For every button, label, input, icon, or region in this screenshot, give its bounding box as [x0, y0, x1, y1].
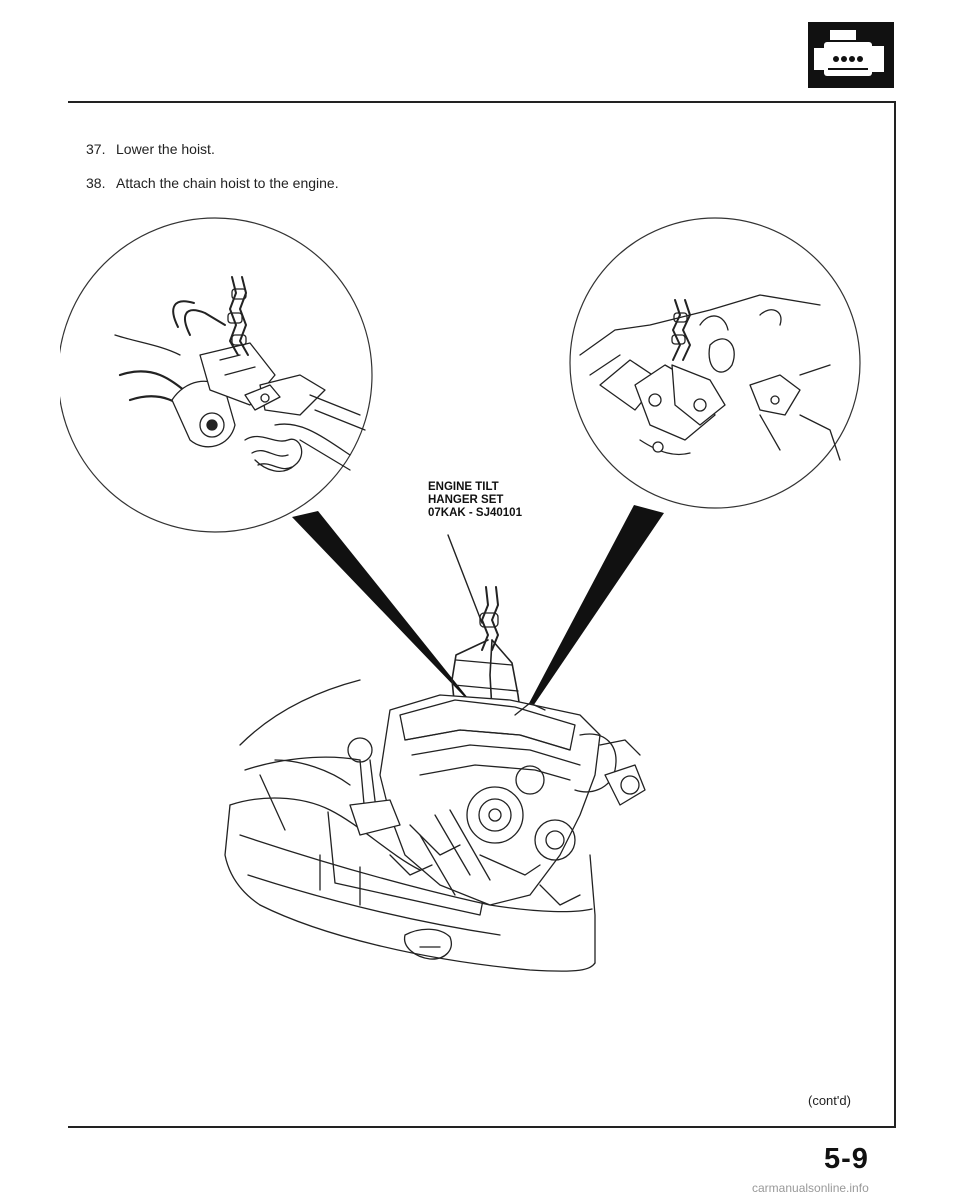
left-detail-circle [57, 217, 373, 533]
left-callout-wedge [292, 511, 480, 713]
callout-line-2: HANGER SET [428, 494, 504, 506]
engine-section-icon [808, 22, 894, 88]
right-callout-wedge [508, 505, 664, 743]
engine-tilt-hanger-callout: ENGINE TILT HANGER SET 07KAK - SJ40101 [428, 481, 522, 520]
callout-line-1: ENGINE TILT [428, 481, 499, 493]
callout-leader [447, 534, 483, 624]
step-number: 37. [86, 141, 106, 157]
bottom-rule [68, 1126, 896, 1128]
page-number: 5-9 [824, 1143, 869, 1175]
top-rule [68, 101, 896, 103]
engine-assembly [347, 694, 646, 906]
continued-label: (cont'd) [808, 1093, 851, 1108]
right-detail-circle [569, 217, 861, 509]
step-38: 38. Attach the chain hoist to the engine. [86, 175, 339, 191]
callout-part-number: 07KAK - SJ40101 [428, 507, 522, 519]
step-number: 38. [86, 175, 106, 191]
watermark: carmanualsonline.info [752, 1181, 869, 1195]
right-margin-rule [894, 101, 896, 1128]
step-37: 37. Lower the hoist. [86, 141, 215, 157]
step-text: Attach the chain hoist to the engine. [116, 175, 339, 191]
engine-hoist-illustration [57, 215, 880, 1015]
step-text: Lower the hoist. [116, 141, 215, 157]
